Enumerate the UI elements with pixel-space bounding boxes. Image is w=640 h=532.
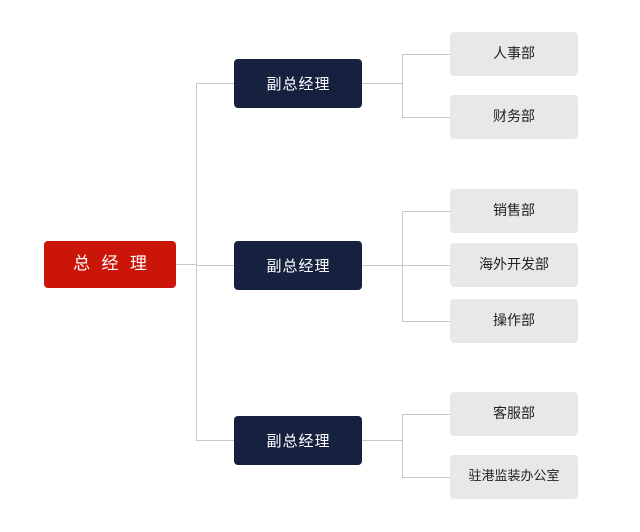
connector-deputy-2-to-dept-3 <box>402 321 450 322</box>
org-node-department-hr[interactable]: 人事部 <box>450 32 578 76</box>
org-node-department-finance[interactable]: 财务部 <box>450 95 578 139</box>
org-node-department-hk-supervision-office[interactable]: 驻港监装办公室 <box>450 455 578 499</box>
org-node-department-hk-supervision-office-label: 驻港监装办公室 <box>468 469 560 485</box>
org-node-department-customer-service-label: 客服部 <box>493 405 535 422</box>
connector-trunk-to-deputy-2 <box>196 265 234 266</box>
connector-deputy-2-stub <box>362 265 402 266</box>
org-node-department-hr-label: 人事部 <box>493 45 535 62</box>
connector-deputy-2-trunk <box>402 211 403 321</box>
connector-deputy-2-to-dept-2 <box>402 265 450 266</box>
connector-deputy-3-to-dept-1 <box>402 414 450 415</box>
connector-deputy-2-to-dept-1 <box>402 211 450 212</box>
connector-deputy-1-to-dept-1 <box>402 54 450 55</box>
connector-deputy-1-trunk <box>402 54 403 117</box>
org-node-deputy-general-manager-2[interactable]: 副总经理 <box>234 241 362 290</box>
org-node-deputy-1-label: 副总经理 <box>266 74 331 93</box>
org-node-department-sales[interactable]: 销售部 <box>450 189 578 233</box>
org-node-root-general-manager[interactable]: 总 经 理 <box>44 241 176 288</box>
connector-deputy-3-stub <box>362 440 402 441</box>
org-node-root-label: 总 经 理 <box>73 254 150 275</box>
connector-root-stub <box>176 264 196 265</box>
org-node-department-sales-label: 销售部 <box>493 202 535 219</box>
connector-trunk-to-deputy-3 <box>196 440 234 441</box>
org-node-department-customer-service[interactable]: 客服部 <box>450 392 578 436</box>
org-node-deputy-general-manager-3[interactable]: 副总经理 <box>234 416 362 465</box>
connector-deputy-1-to-dept-2 <box>402 117 450 118</box>
connector-root-trunk <box>196 83 197 441</box>
org-node-deputy-3-label: 副总经理 <box>266 431 331 450</box>
connector-deputy-3-to-dept-2 <box>402 477 450 478</box>
org-node-department-operations[interactable]: 操作部 <box>450 299 578 343</box>
connector-deputy-3-trunk <box>402 414 403 477</box>
org-node-department-overseas-development[interactable]: 海外开发部 <box>450 243 578 287</box>
org-node-deputy-2-label: 副总经理 <box>266 256 331 275</box>
org-node-deputy-general-manager-1[interactable]: 副总经理 <box>234 59 362 108</box>
org-node-department-operations-label: 操作部 <box>493 312 535 329</box>
connector-deputy-1-stub <box>362 83 402 84</box>
connector-trunk-to-deputy-1 <box>196 83 234 84</box>
org-node-department-overseas-development-label: 海外开发部 <box>479 256 549 273</box>
org-node-department-finance-label: 财务部 <box>493 108 535 125</box>
